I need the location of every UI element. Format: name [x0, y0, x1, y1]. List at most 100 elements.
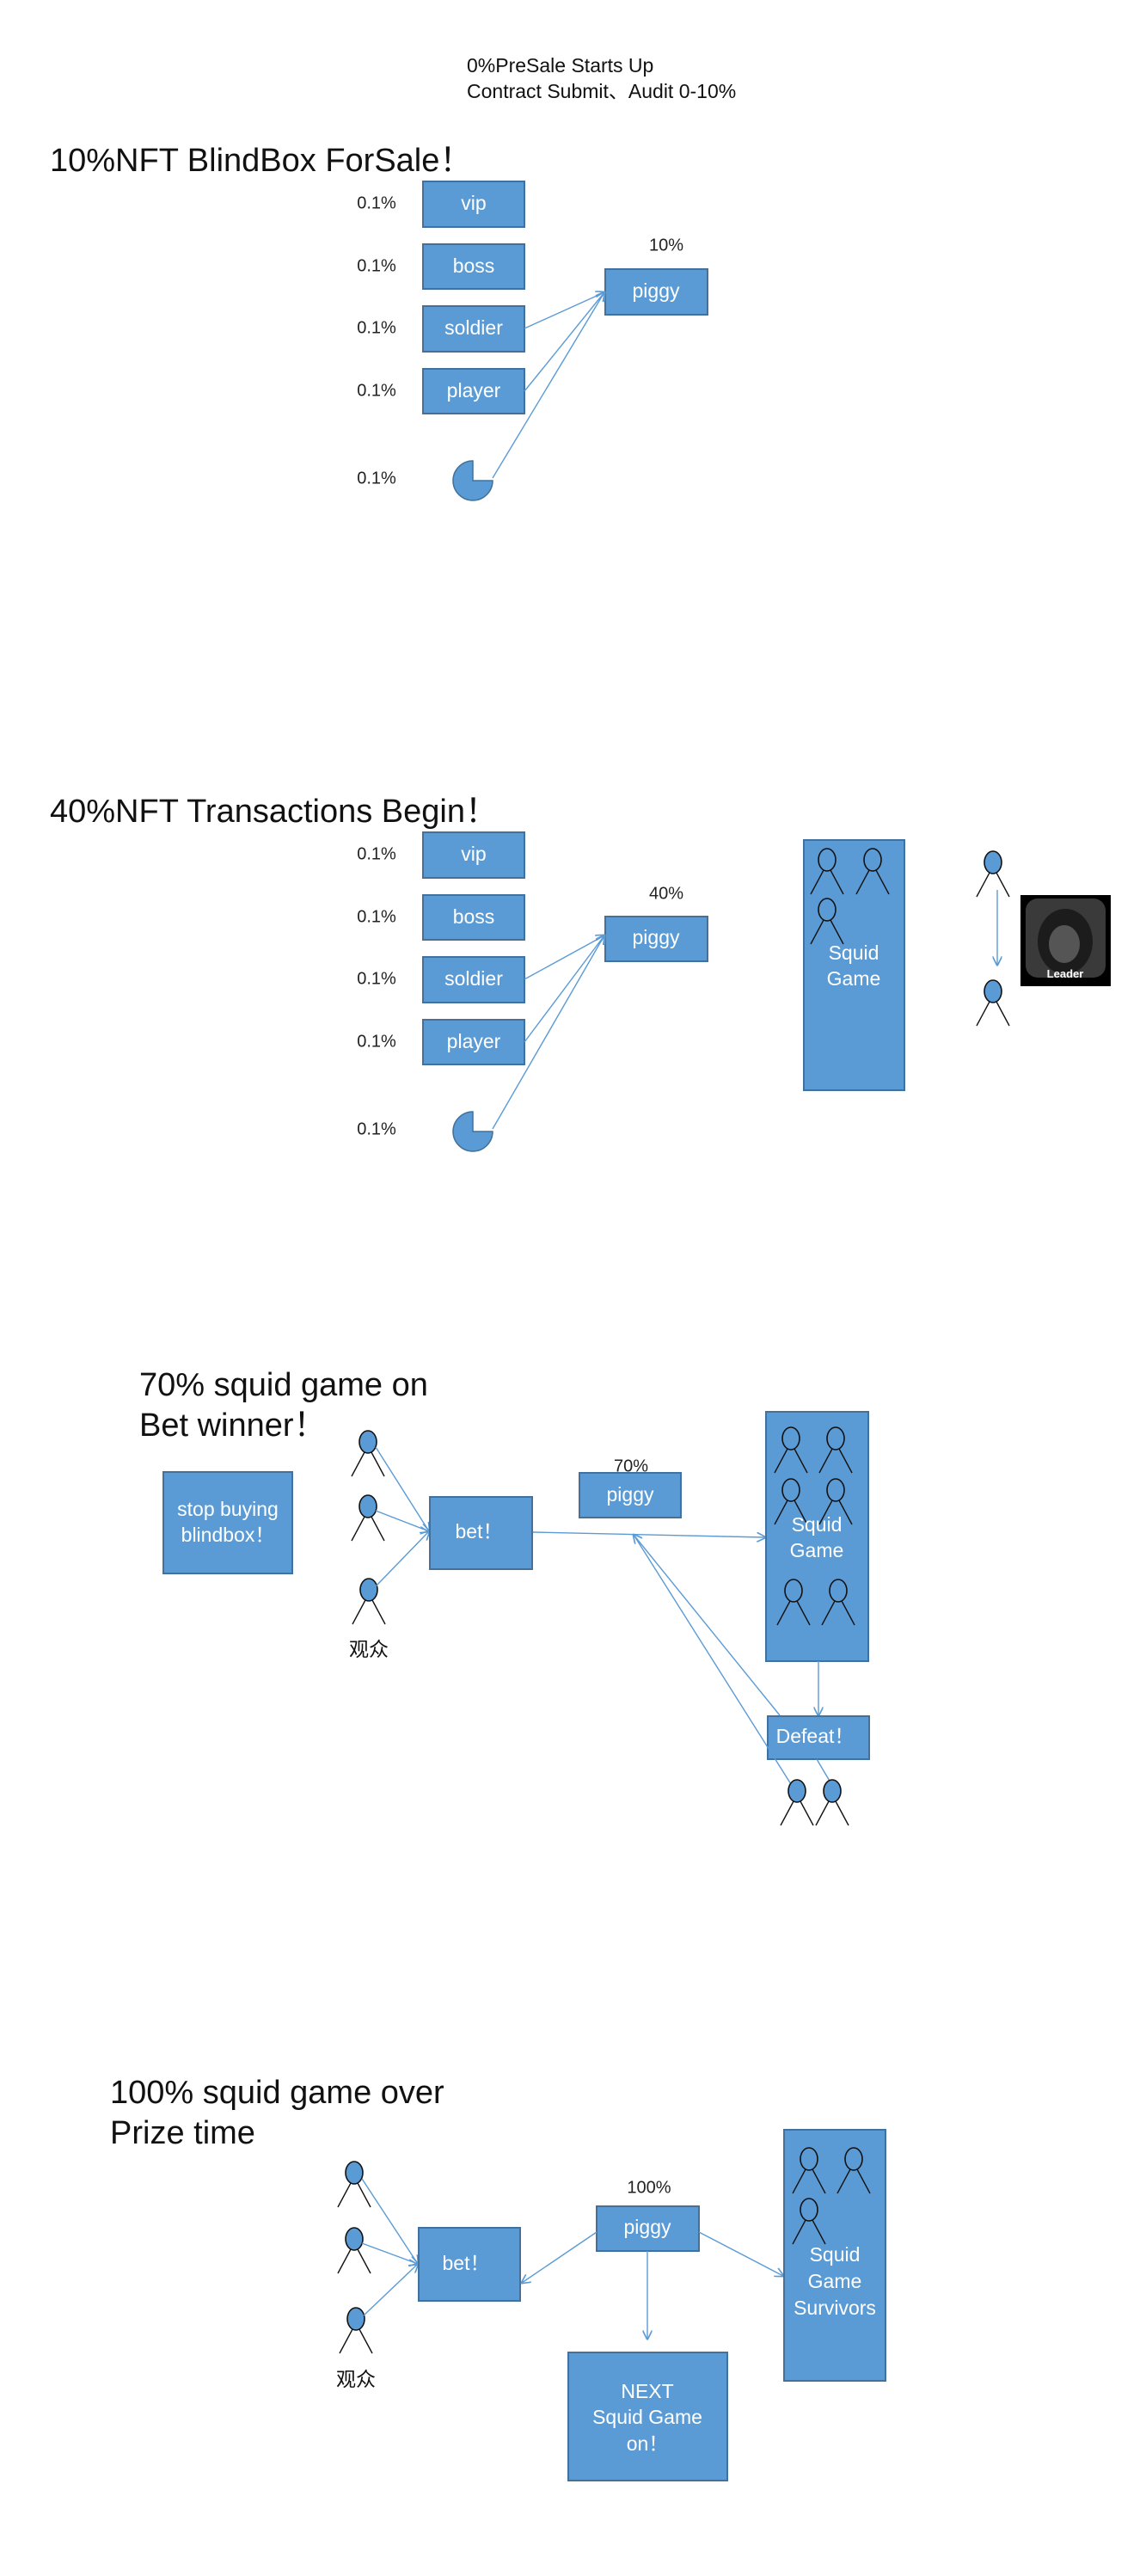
arrow: [375, 1510, 429, 1531]
stage-4-title: 100% squid game over: [110, 2075, 444, 2111]
boss-box: [422, 894, 525, 941]
boss-box: [422, 243, 525, 290]
next-game-box: [567, 2352, 728, 2481]
piggy-box: [596, 2205, 700, 2252]
pct-label: 0.1%: [357, 1032, 396, 1051]
stop-buying-box: [162, 1471, 293, 1574]
leader-image: Leader: [1020, 895, 1111, 986]
bet-label: bet！: [456, 1520, 503, 1543]
squid-game-label: Squid Game: [592, 2406, 702, 2428]
defeated-person-icon: [780, 1779, 814, 1826]
piggy-label: piggy: [607, 1483, 654, 1506]
stage-4: 100% squid game over Prize time 观众 bet！ …: [110, 2075, 886, 2481]
stage-2: 40%NFT Transactions Begin！ 0.1% vip 0.1%…: [50, 794, 1111, 1152]
arrow: [375, 1446, 429, 1531]
audience-person-icon: [337, 2227, 371, 2274]
person-icon: [976, 979, 1010, 1027]
arrow: [522, 2231, 598, 2283]
defeat-label: Defeat！: [776, 1725, 855, 1747]
pct-label: 0.1%: [357, 907, 396, 926]
vip-label: vip: [461, 192, 486, 214]
audience-label: 观众: [336, 2368, 376, 2390]
audience-person-icon: [339, 2307, 373, 2354]
game-label: Game: [808, 2270, 862, 2292]
pie-icon: [452, 460, 493, 501]
presale-text: 0%PreSale Starts Up: [467, 54, 653, 77]
squid-game-box: [803, 839, 905, 1091]
squid-label: Squid: [829, 941, 879, 964]
defeated-person-icon: [815, 1779, 849, 1826]
arrow: [524, 935, 604, 1043]
piggy-label: piggy: [624, 2216, 671, 2238]
contract-text: Contract Submit、Audit 0-10%: [467, 80, 736, 102]
player-label: player: [447, 379, 501, 402]
audience-person-icon: [352, 1578, 386, 1625]
player-box: [422, 1019, 525, 1065]
vip-label: vip: [461, 843, 486, 865]
piggy-box: [604, 916, 708, 962]
stage-2-title: 40%NFT Transactions Begin！: [50, 794, 498, 830]
audience-label: 观众: [349, 1638, 389, 1660]
pct-label: 0.1%: [357, 381, 396, 400]
piggy-box: [604, 268, 708, 316]
survivors-box: [783, 2129, 886, 2382]
stop-label: stop buying: [177, 1498, 279, 1520]
squid-label: Squid: [810, 2243, 861, 2266]
piggy-pct: 10%: [649, 236, 683, 255]
person-icon: [976, 850, 1010, 898]
arrow: [524, 292, 604, 392]
next-label: NEXT: [621, 2380, 673, 2402]
pct-label: 0.1%: [357, 1119, 396, 1138]
piggy-box: [579, 1472, 682, 1518]
squid-label: Squid: [792, 1513, 843, 1536]
on-label: on！: [627, 2432, 669, 2455]
game-label: Game: [790, 1539, 844, 1561]
blindbox-label: blindbox！: [181, 1524, 275, 1546]
arrow: [698, 2231, 783, 2276]
arrow: [524, 292, 604, 329]
pct-label: 0.1%: [357, 969, 396, 988]
audience-person-icon: [351, 1494, 385, 1542]
pct-label: 0.1%: [357, 469, 396, 488]
stage-3: 70% squid game on Bet winner！ stop buyin…: [139, 1367, 870, 1826]
arrow: [375, 1531, 429, 1587]
pct-label: 0.1%: [357, 193, 396, 212]
bet-box: [418, 2227, 521, 2302]
stage-4-subtitle: Prize time: [110, 2115, 255, 2151]
arrow: [361, 2178, 418, 2264]
soldier-label: soldier: [444, 967, 503, 990]
boss-label: boss: [453, 255, 495, 277]
bet-label: bet！: [443, 2252, 490, 2274]
game-label: Game: [827, 967, 881, 990]
pct-label: 0.1%: [357, 844, 396, 863]
piggy-pct: 100%: [627, 2178, 671, 2197]
survivors-label: Survivors: [794, 2297, 876, 2319]
arrow: [492, 292, 604, 479]
vip-box: [422, 831, 525, 879]
arrow: [633, 1534, 792, 1785]
stage-1-title: 10%NFT BlindBox ForSale！: [50, 143, 472, 179]
stage-3-title: 70% squid game on: [139, 1367, 428, 1403]
defeat-box: [767, 1715, 870, 1760]
soldier-label: soldier: [444, 316, 503, 339]
connector: [816, 1758, 831, 1783]
stage-1: 10%NFT BlindBox ForSale！ 0.1% vip 0.1% b…: [50, 143, 708, 501]
piggy-label: piggy: [633, 279, 680, 302]
arrow: [361, 2242, 418, 2264]
soldier-box: [422, 956, 525, 1003]
arrow: [492, 935, 604, 1130]
stage-3-subtitle: Bet winner！: [139, 1408, 327, 1444]
piggy-pct: 70%: [614, 1457, 648, 1475]
squid-game-box: [765, 1411, 869, 1662]
pct-label: 0.1%: [357, 318, 396, 337]
arrow: [524, 935, 604, 980]
player-label: player: [447, 1030, 501, 1052]
arrow: [634, 1535, 781, 1716]
leader-label: Leader: [1047, 967, 1084, 980]
soldier-box: [422, 305, 525, 353]
pct-label: 0.1%: [357, 256, 396, 275]
pie-icon: [452, 1111, 493, 1152]
piggy-label: piggy: [633, 926, 680, 948]
arrow: [363, 2264, 418, 2316]
